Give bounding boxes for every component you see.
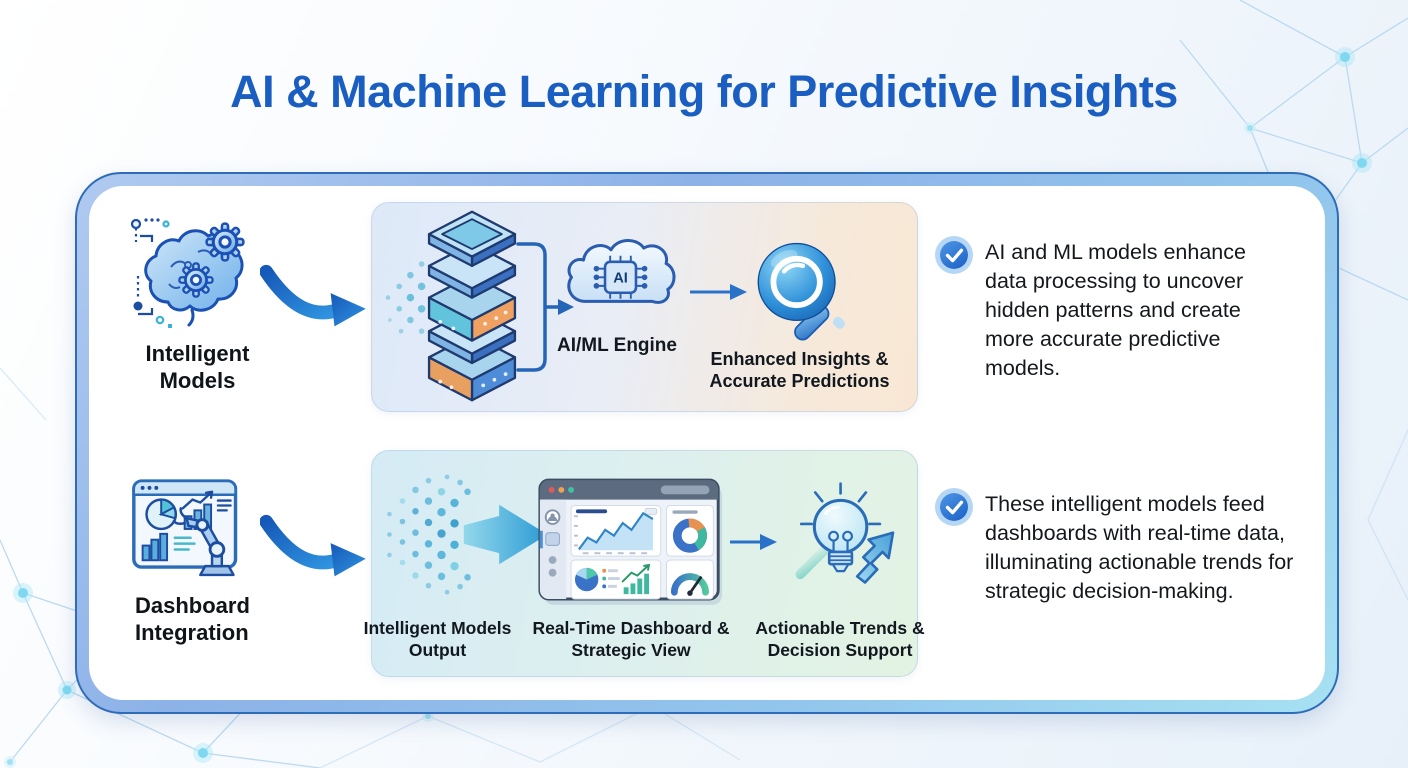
lightbulb-trend-icon (795, 482, 895, 584)
data-layers-icon (385, 210, 517, 402)
ai-chip-label: AI (613, 270, 628, 286)
row2-bullet-text: These intelligent models feed dashboards… (985, 492, 1294, 603)
check-circle-icon (940, 493, 968, 521)
particle-flow-icon (387, 474, 548, 595)
row2-trends-label: Actionable Trends & Decision Support (755, 618, 925, 660)
row1-result-label: Enhanced Insights & Accurate Predictions (709, 349, 890, 391)
row1-source-label: Intelligent Models (145, 341, 250, 393)
brain-gears-icon (130, 218, 245, 328)
row2-source-label: Dashboard Integration (135, 593, 250, 645)
dashboard-window-icon (538, 478, 723, 605)
dashboard-robot-icon (132, 479, 238, 577)
check-circle-icon (940, 241, 968, 269)
swoosh-arrow-icon (260, 264, 366, 327)
magnifier-icon (757, 242, 845, 341)
bracket-connector-icon (516, 242, 574, 372)
row2-dashboard-label: Real-Time Dashboard & Strategic View (532, 618, 730, 660)
swoosh-arrow-icon (260, 514, 366, 577)
row2-output-label: Intelligent Models Output (363, 618, 512, 660)
row1-engine-label: AI/ML Engine (557, 335, 677, 356)
row1-bullet-text: AI and ML models enhance data processing… (985, 240, 1246, 380)
page-title: AI & Machine Learning for Predictive Ins… (230, 66, 1178, 117)
flow-arrow-icon (690, 284, 747, 300)
flow-arrow-icon (730, 534, 777, 550)
ai-cloud-icon: AI (567, 239, 676, 304)
